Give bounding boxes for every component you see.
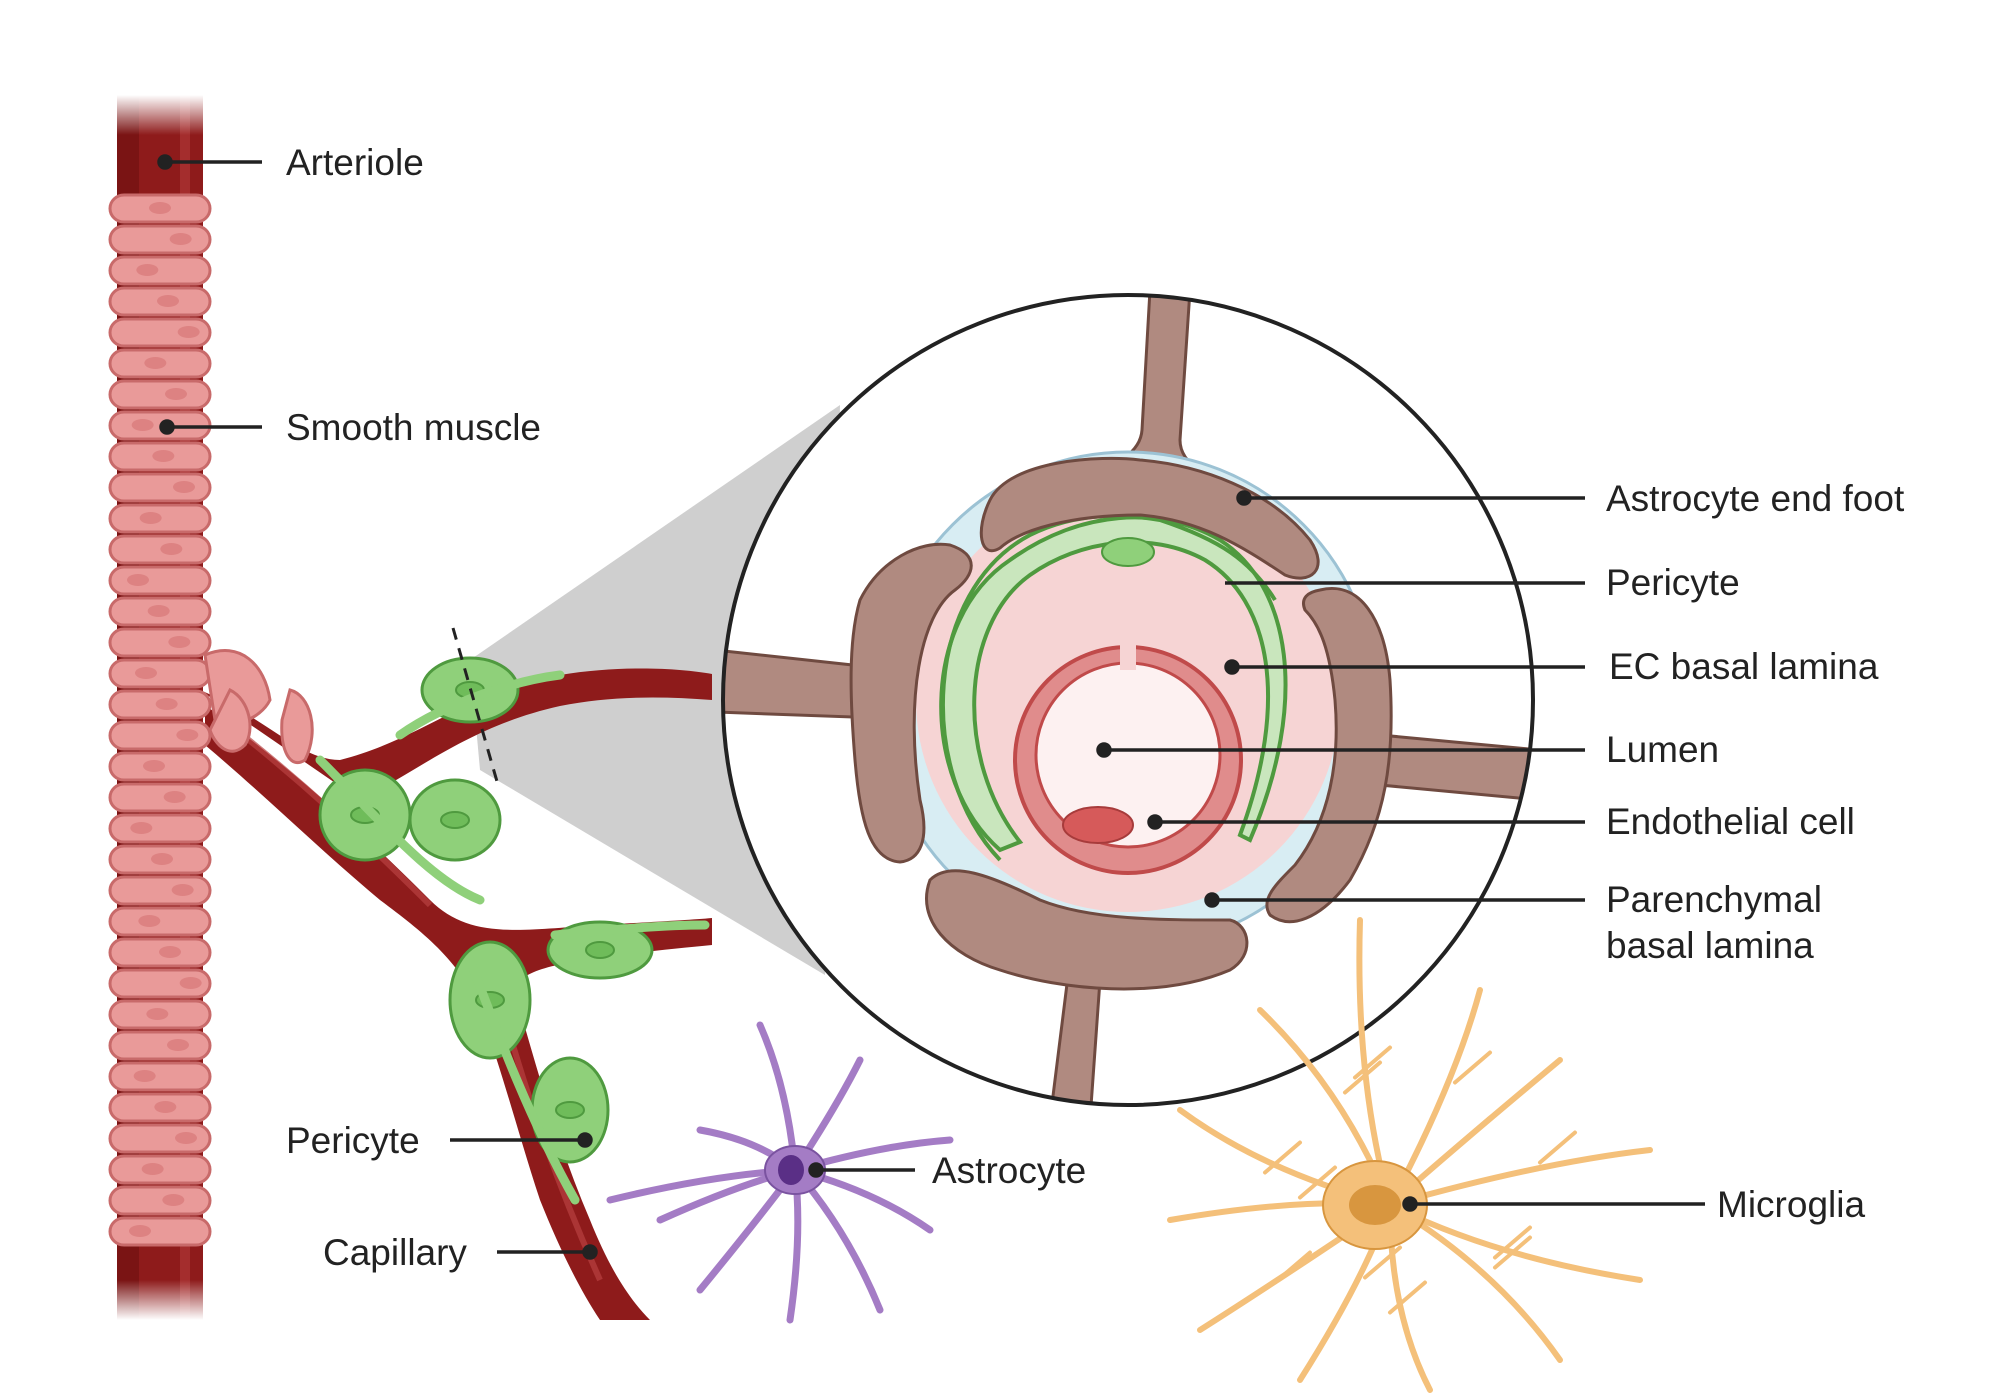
label-smooth-muscle: Smooth muscle [286,407,541,448]
label-capillary: Capillary [323,1232,467,1273]
section-line [451,627,500,786]
smooth-muscle-branch [203,649,314,764]
label-microglia: Microglia [1717,1184,1865,1225]
label-pericyte-right: Pericyte [1606,562,1740,603]
label-astrocyte-end-foot: Astrocyte end foot [1606,478,1905,519]
label-lumen: Lumen [1606,729,1719,770]
label-endothelial-cell: Endothelial cell [1606,801,1855,842]
astrocyte-cell [606,1021,954,1324]
microglia-cell [1167,917,1653,1393]
label-astrocyte: Astrocyte [932,1150,1086,1191]
label-parenchymal-2: basal lamina [1606,925,1814,966]
label-arteriole: Arteriole [286,142,424,183]
label-ec-basal-lamina: EC basal lamina [1609,646,1879,687]
smooth-muscle [108,193,212,1247]
label-pericyte-left: Pericyte [286,1120,420,1161]
leader-lines [157,154,1705,1260]
cross-section-zoom [721,293,1535,1107]
label-parenchymal-1: Parenchymal [1606,879,1822,920]
